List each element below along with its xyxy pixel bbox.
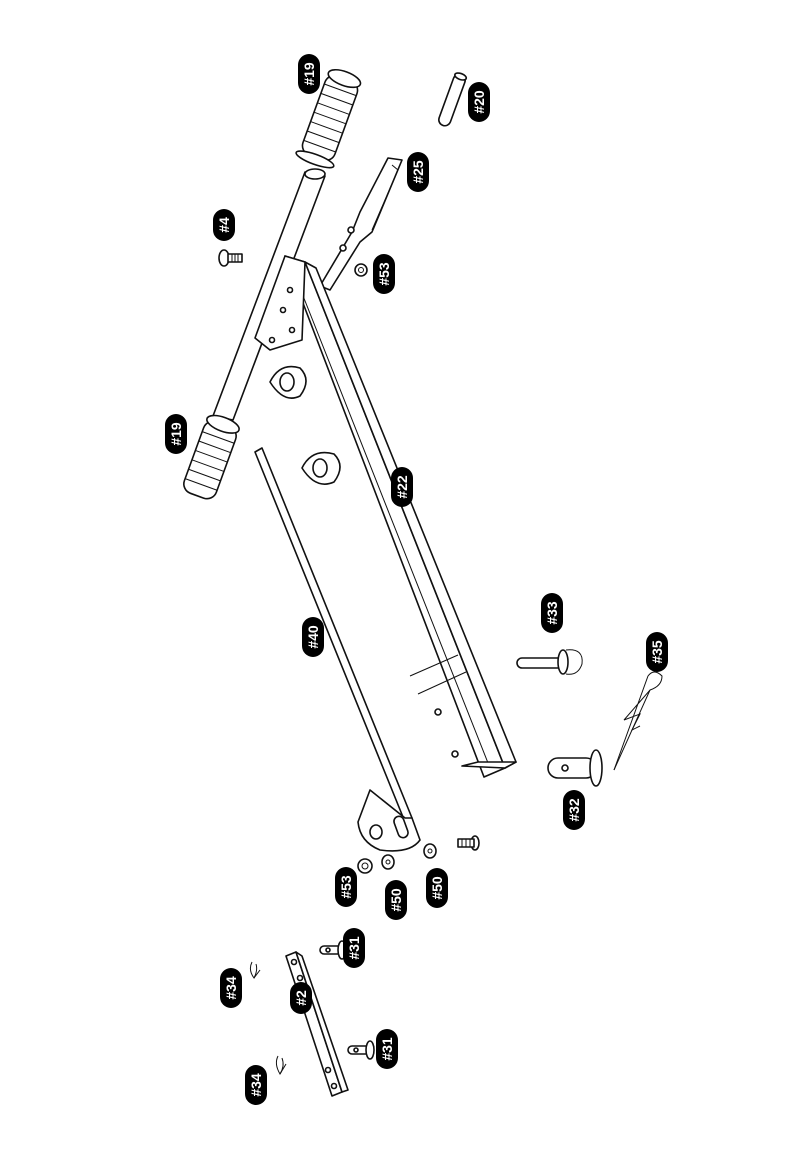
clip-34-top [250,962,260,978]
label-20: #20 [468,82,490,122]
svg-text:#50: #50 [388,888,404,912]
label-34-bottom: #34 [245,1065,267,1105]
label-31-bottom: #31 [376,1029,398,1069]
nut-bottom [358,859,372,873]
washer-right [424,844,436,858]
label-50-right: #50 [426,868,448,908]
label-4: #4 [213,209,235,241]
svg-text:#34: #34 [248,1073,264,1097]
svg-text:#19: #19 [168,422,184,446]
pin-20 [437,72,467,128]
svg-text:#34: #34 [223,976,239,1000]
svg-text:#4: #4 [216,217,232,233]
link-bar-2 [286,952,348,1096]
label-22: #22 [391,467,413,507]
label-19-left: #19 [165,414,187,454]
svg-text:#20: #20 [471,90,487,114]
main-frame-22 [255,256,516,777]
pin-32 [548,750,602,786]
label-34-top: #34 [220,968,242,1008]
svg-text:#40: #40 [305,625,321,649]
label-53-top: #53 [373,254,395,294]
label-32: #32 [563,790,585,830]
label-31-top: #31 [343,928,365,968]
label-50-left: #50 [385,880,407,920]
svg-text:#32: #32 [566,798,582,822]
svg-text:#53: #53 [376,262,392,286]
svg-text:#33: #33 [544,601,560,625]
washer-left [382,855,394,869]
nut-top [355,264,367,276]
bolt-bottom [458,836,479,850]
svg-text:#25: #25 [410,160,426,184]
svg-text:#19: #19 [301,62,317,86]
label-33: #33 [541,593,563,633]
svg-text:#50: #50 [429,876,445,900]
grip-left [181,412,241,502]
label-25: #25 [407,152,429,192]
label-19-top: #19 [298,54,320,94]
pin-33 [517,650,582,675]
svg-text:#31: #31 [346,936,362,960]
label-53-bottom: #53 [335,867,357,907]
svg-text:#53: #53 [338,875,354,899]
label-40: #40 [302,617,324,657]
svg-text:#2: #2 [293,990,309,1006]
label-35: #35 [646,632,668,672]
pin-31-top [320,941,346,959]
svg-text:#22: #22 [394,475,410,499]
svg-text:#31: #31 [379,1037,395,1061]
label-2: #2 [290,982,312,1014]
clip-34-bottom [276,1056,286,1074]
pin-31-bottom [348,1041,374,1059]
screw-4 [219,250,242,266]
svg-text:#35: #35 [649,640,665,664]
spring-clip-35 [614,672,662,770]
